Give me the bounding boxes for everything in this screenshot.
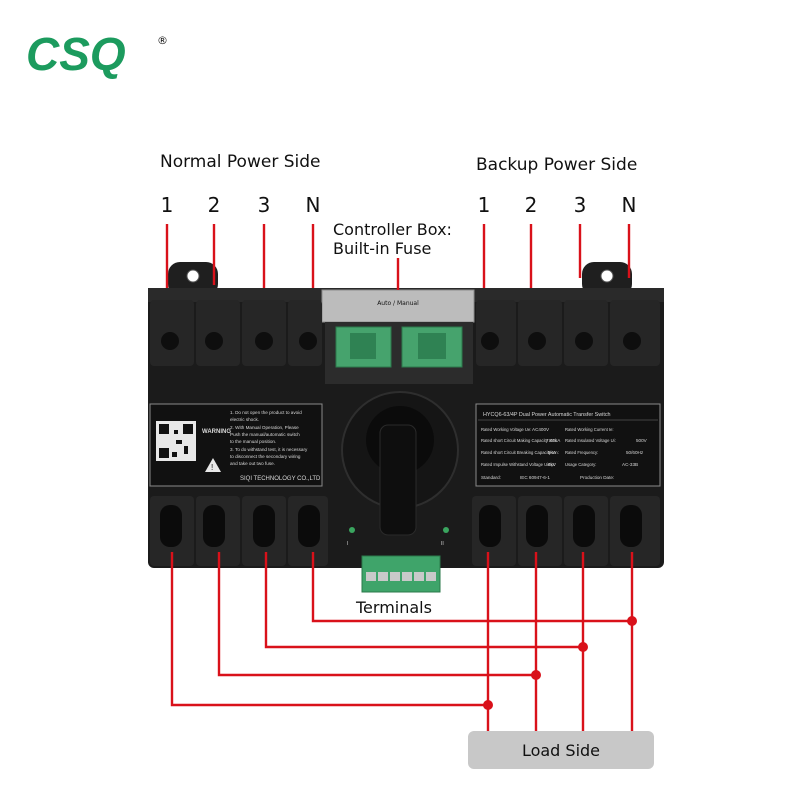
junction-dot (483, 700, 493, 710)
warning-triangle-icon (205, 458, 221, 472)
control-terminal-block (361, 555, 441, 593)
terminals-label: Terminals (355, 598, 432, 617)
registered-mark: ® (157, 34, 168, 47)
fuse-left (350, 333, 376, 359)
spec-row-value: 7.65kA (546, 438, 561, 443)
top-terminal (564, 300, 608, 366)
controller-cover-text: Auto / Manual (377, 300, 419, 307)
bottom-terminal (564, 496, 608, 566)
wire-normal-3-out (264, 552, 583, 649)
backup-pole-1: 1 (478, 193, 491, 217)
wire-normal-n-out (311, 552, 632, 623)
top-terminals (150, 300, 660, 366)
bottom-terminal (242, 496, 286, 566)
load-side-box: Load Side (468, 731, 654, 769)
indicator-label-normal: I (347, 541, 348, 547)
wire-normal-2-out (217, 552, 536, 677)
warning-note: 2. With Manual Operation, Please (230, 425, 299, 430)
warning-note: to the manual position. (230, 439, 276, 444)
warning-note: electric shock. (230, 417, 259, 422)
bottom-terminal (196, 496, 240, 566)
normal-pole-labels: 1 2 3 N (161, 193, 321, 217)
warning-note: 3. To do withstand test, it is necessary (230, 447, 308, 452)
warning-note: 1. Do not open the product to avoid (230, 410, 302, 415)
backup-pole-labels: 1 2 3 N (478, 193, 637, 217)
brand-logo-text: CSQ (26, 28, 126, 80)
backup-pole-3: 3 (574, 193, 587, 217)
top-terminal (518, 300, 562, 366)
spec-row-value: AC400V (532, 427, 550, 432)
spec-row-label: Standard: (481, 475, 501, 480)
normal-pole-1: 1 (161, 193, 174, 217)
spec-row-value: IEC 60947-6-1 (520, 475, 550, 480)
spec-row-label: Rated Working Voltage Ue: (481, 427, 531, 432)
top-terminal (610, 300, 660, 366)
junction-dot (531, 670, 541, 680)
spec-row-label: Usage Category: (565, 462, 596, 467)
normal-pole-n: N (306, 193, 321, 217)
warning-label: WARNING ! 1. Do not open the product to … (149, 403, 323, 487)
backup-power-side-label: Backup Power Side (476, 155, 637, 175)
bottom-terminal (150, 496, 194, 566)
brand-logo: CSQ ® (26, 28, 168, 80)
junction-dot (627, 616, 637, 626)
backup-pole-2: 2 (525, 193, 538, 217)
manufacturer-name: SIQI TECHNOLOGY CO.,LTD (240, 476, 321, 482)
built-in-fuse-label: Built-in Fuse (333, 239, 431, 258)
load-side-background (468, 731, 654, 769)
bottom-terminal (472, 496, 516, 566)
wire-normal-1-out (170, 552, 488, 707)
warning-note: Push the manual/automatic switch (230, 432, 300, 437)
normal-pole-3: 3 (258, 193, 271, 217)
mounting-hole-left (186, 269, 200, 283)
top-terminal (150, 300, 194, 366)
spec-row-value: AC-33B (622, 462, 638, 467)
spec-row-value: 6kV (548, 462, 557, 467)
spec-row-label: Rated Frequency: (565, 450, 598, 455)
junction-dot (578, 642, 588, 652)
top-terminal (288, 300, 322, 366)
transfer-switch-device: Auto / Manual WAR (148, 262, 664, 593)
bottom-terminal (288, 496, 328, 566)
qr-code-pattern (159, 424, 193, 458)
warning-exclamation: ! (211, 463, 213, 472)
fuse-right (418, 333, 446, 359)
top-terminal (196, 300, 240, 366)
controller-box-label: Controller Box: (333, 220, 452, 239)
normal-pole-2: 2 (208, 193, 221, 217)
indicator-light-backup (443, 527, 449, 533)
bottom-terminals (150, 496, 660, 566)
mounting-hole-right (600, 269, 614, 283)
spec-title: HYCQ6-63/4P Dual Power Automatic Transfe… (483, 412, 611, 418)
indicator-label-backup: II (441, 541, 444, 547)
spec-row-label: Production Date: (580, 475, 614, 480)
spec-row-value: 50/60Hz (626, 450, 644, 455)
top-terminal (242, 300, 286, 366)
manual-rotary-handle (341, 391, 459, 536)
spec-row-value: 500V (636, 438, 648, 443)
load-side-label: Load Side (522, 741, 600, 760)
warning-title: WARNING (202, 429, 231, 435)
warning-note: and take out two fuse. (230, 461, 275, 466)
junction-dots (483, 616, 637, 710)
bottom-terminal (518, 496, 562, 566)
spec-row-label: Rated short Circuit Breaking Capacity Ic… (481, 450, 559, 455)
top-terminal (476, 300, 516, 366)
spec-row-label: Rated Insulated Voltage Ui: (565, 438, 616, 443)
spec-row-label: Rated Working Current Ie: (565, 427, 614, 432)
controller-cover (321, 289, 475, 323)
spec-row-value: 5kA (548, 450, 557, 455)
spec-row-label: Rated Impulse Withstand Voltage Uimp: (481, 462, 555, 467)
indicator-light-normal (349, 527, 355, 533)
backup-pole-n: N (622, 193, 637, 217)
normal-power-side-label: Normal Power Side (160, 152, 320, 172)
bottom-terminal (610, 496, 660, 566)
spec-row-label: Rated short Circuit Making Capacity Icm: (481, 438, 557, 443)
warning-note: to disconnect the secondary wiring (230, 454, 301, 459)
specification-label: HYCQ6-63/4P Dual Power Automatic Transfe… (475, 403, 661, 487)
